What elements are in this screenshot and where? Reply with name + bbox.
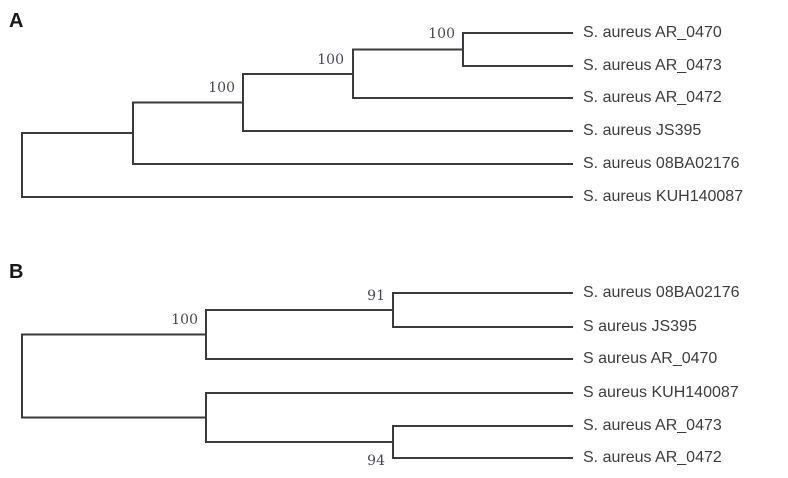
panel-a-taxon-kuh140087: S. aureus KUH140087 bbox=[583, 188, 744, 205]
panel-b-taxon-ar-0472: S. aureus AR_0472 bbox=[583, 449, 722, 466]
tree-lines-panel-a bbox=[21, 32, 573, 198]
panel-b-bootstrap-100: 100 bbox=[171, 312, 198, 328]
panel-a-bootstrap-node3: 100 bbox=[208, 80, 235, 96]
panel-b-bootstrap-91: 91 bbox=[367, 288, 385, 304]
panel-b-taxon-ar-0470: S aureus AR_0470 bbox=[583, 350, 718, 367]
panel-b-taxon-ar-0473: S. aureus AR_0473 bbox=[583, 417, 722, 434]
panel-b-taxon-kuh140087: S aureus KUH140087 bbox=[583, 384, 739, 401]
panel-label-b: B bbox=[9, 261, 24, 283]
panel-b-taxon-08ba02176: S. aureus 08BA02176 bbox=[583, 284, 740, 301]
panel-a-taxon-08ba02176: S. aureus 08BA02176 bbox=[583, 155, 740, 172]
panel-b-bootstrap-94: 94 bbox=[367, 453, 385, 469]
panel-a-taxon-ar-0473: S. aureus AR_0473 bbox=[583, 57, 722, 74]
panel-a-bootstrap-node2: 100 bbox=[317, 52, 344, 68]
panel-a-bootstrap-node1: 100 bbox=[428, 26, 455, 42]
panel-label-a: A bbox=[9, 10, 24, 32]
panel-a-taxon-ar-0472: S. aureus AR_0472 bbox=[583, 89, 722, 106]
panel-a-taxon-js395: S. aureus JS395 bbox=[583, 122, 702, 139]
panel-b-taxon-js395: S aureus JS395 bbox=[583, 318, 697, 335]
tree-lines-panel-b bbox=[21, 292, 573, 459]
panel-a-taxon-ar-0470: S. aureus AR_0470 bbox=[583, 24, 722, 41]
